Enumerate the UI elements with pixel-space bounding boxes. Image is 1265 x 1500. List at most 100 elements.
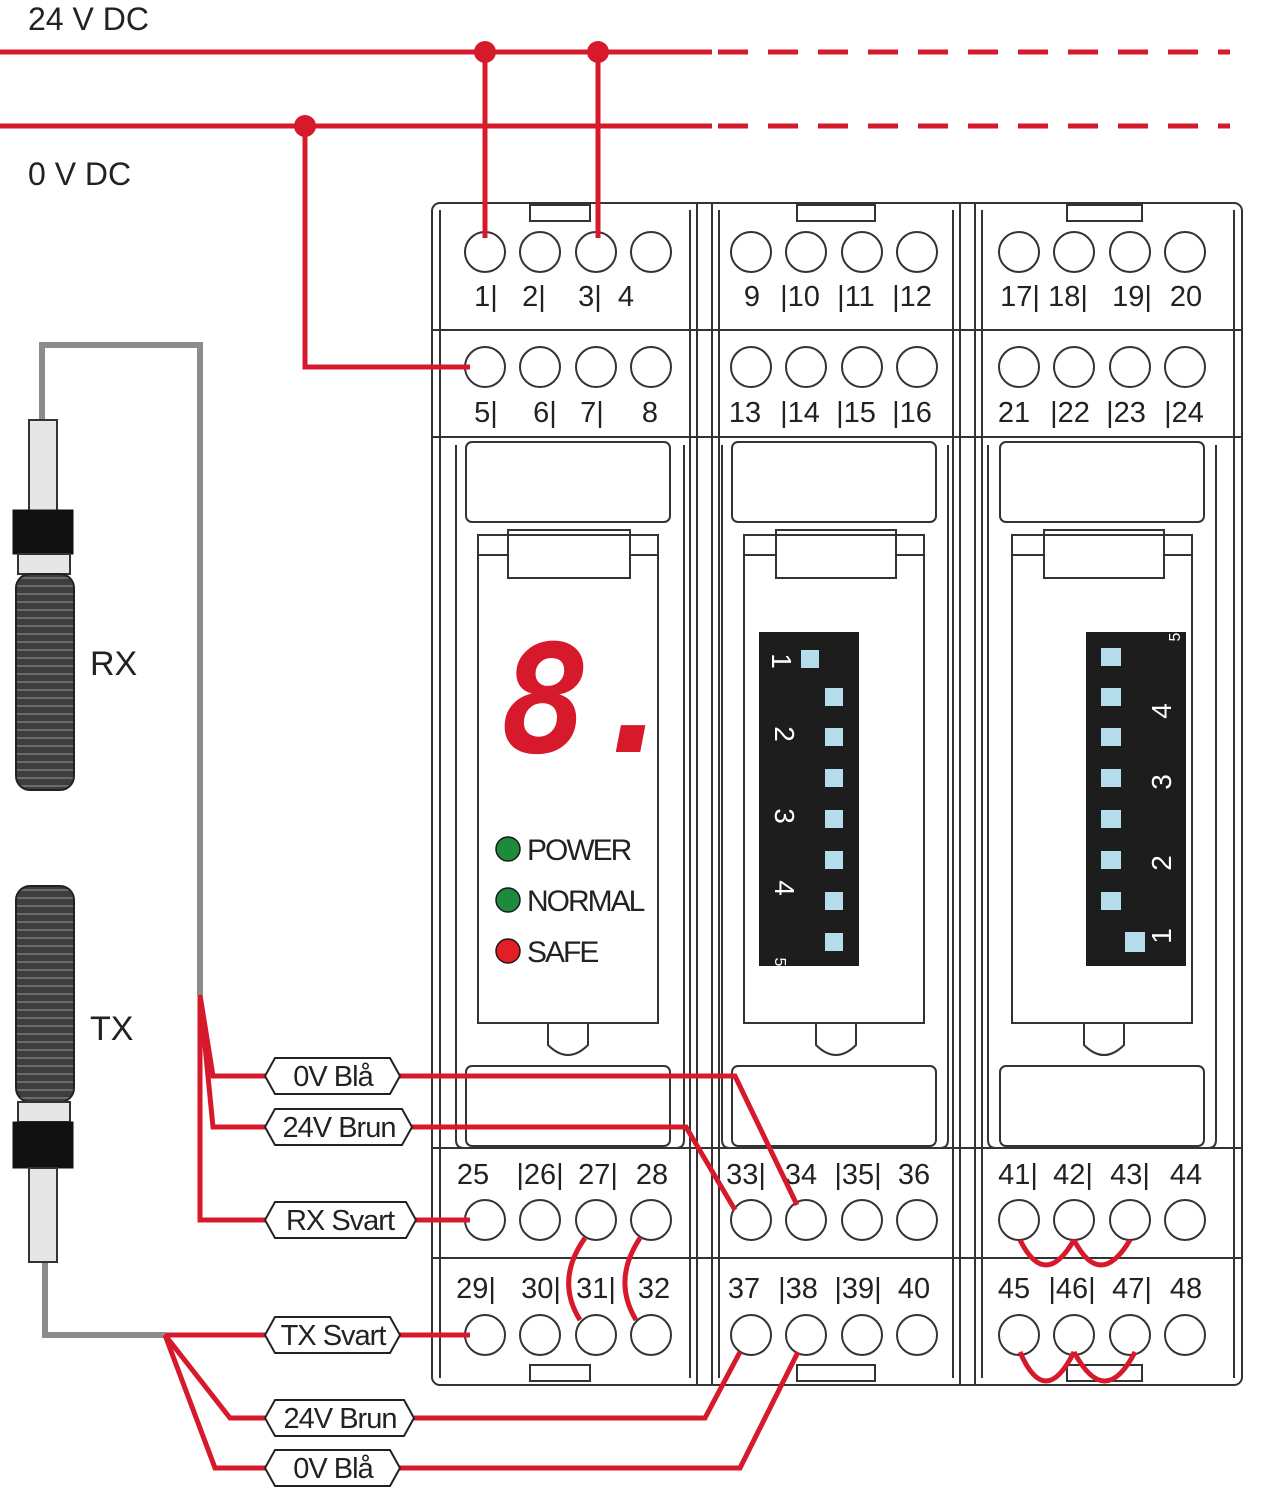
terminal-label: 27| <box>578 1159 618 1191</box>
terminal-label: 44 <box>1170 1159 1202 1191</box>
terminal-label: 5| <box>474 397 498 429</box>
tag-tx-black: TX Svart <box>281 1320 387 1352</box>
dip-switch-toggle[interactable] <box>825 810 843 828</box>
led-label-power: POWER <box>527 834 632 867</box>
wire-tag-labels: 0V Blå 24V Brun RX Svart TX Svart 24V Br… <box>281 1061 398 1485</box>
dip-switch-toggle[interactable] <box>825 728 843 746</box>
terminal-numbers: 1| 2| 3| 4 5| 6| 7| 8 25 |26| 27| 28 29|… <box>456 281 1204 1305</box>
led-label-normal: NORMAL <box>527 885 645 918</box>
dip-switch-toggle[interactable] <box>1101 892 1121 910</box>
terminal-label: 17| <box>1000 281 1040 313</box>
terminal-label: 4 <box>618 281 634 313</box>
supply-24v-label: 24 V DC <box>28 1 149 37</box>
wire-tags <box>263 1057 418 1487</box>
terminal-label: 47| <box>1112 1273 1152 1305</box>
sensor-cables <box>39 342 203 1338</box>
dip-switch-toggle[interactable] <box>1101 728 1121 746</box>
terminal-label: 1| <box>474 281 498 313</box>
terminal-label: 45 <box>998 1273 1030 1305</box>
terminal-label: |46| <box>1048 1273 1095 1305</box>
junction-dot <box>587 41 609 63</box>
dip-switch-toggle[interactable] <box>825 688 843 706</box>
terminal-label: 40 <box>898 1273 930 1305</box>
led-label-safe: SAFE <box>527 936 598 969</box>
junction-dot <box>294 115 316 137</box>
terminal-label: 43| <box>1110 1159 1150 1191</box>
terminal-label: 18| <box>1048 281 1088 313</box>
terminal-label: 42| <box>1053 1159 1093 1191</box>
terminal-label: 20 <box>1170 281 1202 313</box>
dip-a-label: 5 <box>771 958 788 967</box>
terminal-label: 8 <box>642 397 658 429</box>
terminal-label: 2| <box>522 281 546 313</box>
dip-switch-toggle[interactable] <box>1125 932 1145 952</box>
terminal-label: 31| <box>576 1273 616 1305</box>
normal-led-icon <box>495 887 521 913</box>
terminal-label: 41| <box>998 1159 1038 1191</box>
terminal-label: |11 <box>837 281 875 313</box>
terminal-label: |16 <box>892 397 932 429</box>
dip-switch-toggle[interactable] <box>801 650 819 668</box>
power-led-icon <box>495 836 521 862</box>
terminal-label: 33| <box>726 1159 766 1191</box>
terminal-label: |38 <box>778 1273 818 1305</box>
dip-switch-a[interactable]: 1 2 3 4 5 <box>759 632 859 967</box>
status-leds: POWER NORMAL SAFE <box>495 834 647 969</box>
terminal-label: 29| <box>456 1273 496 1305</box>
terminal-label: |35| <box>834 1159 881 1191</box>
dip-switch-toggle[interactable] <box>825 769 843 787</box>
tag-rx-brown: 24V Brun <box>283 1112 396 1144</box>
dip-a-label: 1 <box>766 653 797 669</box>
dip-switch-toggle[interactable] <box>1101 851 1121 869</box>
terminal-label: 37 <box>728 1273 760 1305</box>
terminal-label: |10 <box>780 281 820 313</box>
terminal-label: 25 <box>457 1159 489 1191</box>
dip-switch-toggle[interactable] <box>1101 648 1121 666</box>
supply-0v-label: 0 V DC <box>28 156 131 192</box>
tag-tx-brown: 24V Brun <box>284 1403 397 1435</box>
dip-switch-toggle[interactable] <box>1101 769 1121 787</box>
seven-segment-display: 8. <box>500 614 681 788</box>
terminal-label: 32 <box>638 1273 670 1305</box>
safe-led-icon <box>495 938 521 964</box>
tag-tx-blue: 0V Blå <box>293 1453 374 1485</box>
dip-switch-body <box>1086 632 1186 966</box>
wire-0v-to-5 <box>302 126 470 370</box>
junction-dot <box>474 41 496 63</box>
terminal-label: |14 <box>780 397 820 429</box>
terminal-label: 48 <box>1170 1273 1202 1305</box>
dip-b-label: 3 <box>1146 774 1177 790</box>
dip-switch-toggle[interactable] <box>825 933 843 951</box>
terminal-label: 19| <box>1112 281 1152 313</box>
terminal-label: 9 <box>744 281 760 313</box>
rx-label: RX <box>90 645 137 683</box>
terminal-label: |22 <box>1050 397 1090 429</box>
terminal-label: |23 <box>1106 397 1146 429</box>
terminal-label: 21 <box>998 397 1030 429</box>
terminal-label: 13 <box>729 397 761 429</box>
terminal-screws <box>464 231 1206 1356</box>
dip-b-label: 2 <box>1146 855 1177 871</box>
dip-switch-toggle[interactable] <box>1101 810 1121 828</box>
dip-switch-toggle[interactable] <box>1101 688 1121 706</box>
rail-junctions <box>294 41 609 137</box>
dip-switch-toggle[interactable] <box>825 851 843 869</box>
terminal-label: |24 <box>1164 397 1204 429</box>
dip-b-label: 1 <box>1146 928 1177 944</box>
tag-rx-blue: 0V Blå <box>293 1061 374 1093</box>
sensor-wires <box>162 994 801 1471</box>
dip-switch-b[interactable]: 5 4 3 2 1 <box>1086 632 1186 966</box>
terminal-label: 7| <box>580 397 604 429</box>
tag-rx-black: RX Svart <box>286 1205 395 1237</box>
tx-sensor <box>12 885 75 1263</box>
tx-label: TX <box>90 1010 133 1048</box>
terminal-label: 36 <box>898 1159 930 1191</box>
terminal-label: 6| <box>533 397 557 429</box>
terminal-label: 30| <box>521 1273 561 1305</box>
dip-switch-toggle[interactable] <box>825 892 843 910</box>
jumper-wires <box>566 1236 1138 1384</box>
dip-a-label: 4 <box>769 880 800 896</box>
dip-a-label: 3 <box>769 808 800 824</box>
terminal-label: |26| <box>516 1159 563 1191</box>
